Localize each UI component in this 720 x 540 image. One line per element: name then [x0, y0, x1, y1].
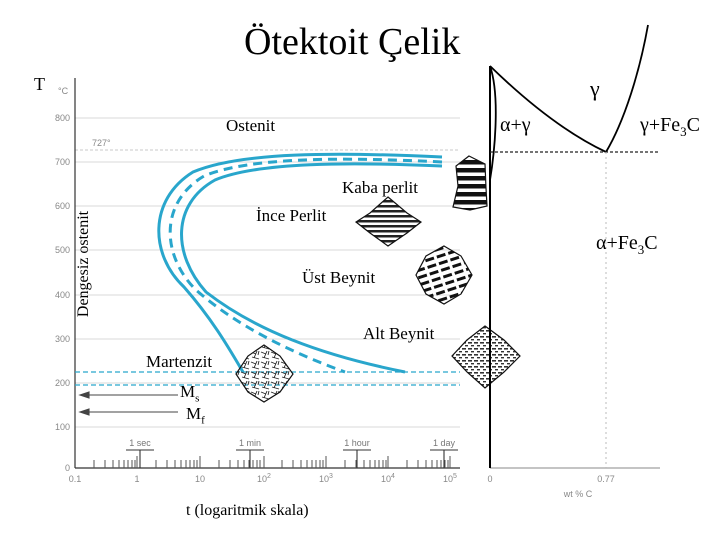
temperature-axis-label: T	[34, 74, 45, 94]
y-tick-label: 700	[55, 157, 70, 167]
acm-line	[605, 24, 649, 153]
phase-x-tick-0: 0	[487, 474, 492, 484]
x-axis-title: t (logaritmik skala)	[186, 502, 309, 519]
x-tick-label: 103	[319, 473, 333, 484]
upper-bainite-label: Üst Beynit	[302, 268, 376, 287]
phase-x-tick-077: 0.77	[597, 474, 615, 484]
y-tick-label: 500	[55, 245, 70, 255]
time-mark-1day: 1 day	[433, 438, 456, 448]
x-tick-label: 104	[381, 473, 395, 484]
y-tick-label: 400	[55, 290, 70, 300]
y-tick-label: 300	[55, 334, 70, 344]
lower-bainite-icon	[451, 325, 521, 389]
x-tick-label: 0.1	[69, 474, 82, 484]
temp-727-label: 727°	[92, 138, 111, 148]
y-tick-label: 100	[55, 422, 70, 432]
coarse-pearlite-label: Kaba perlit	[342, 178, 418, 197]
y-tick-label: 600	[55, 201, 70, 211]
mid-curve	[168, 157, 443, 374]
lower-bainite-label: Alt Beynit	[363, 324, 435, 343]
alpha-fe3c-label: α+Fe3C	[596, 232, 658, 257]
x-tick-labels: 0.1 1 10 102 103 104 105	[69, 473, 457, 484]
ostenit-label: Ostenit	[226, 116, 276, 135]
phase-diagram: 0 0.77 wt % C	[487, 24, 660, 499]
coarse-pearlite-icon	[452, 155, 488, 211]
grid-lines	[75, 117, 460, 428]
start-curve	[157, 152, 443, 373]
y-tick-label: 200	[55, 378, 70, 388]
ms-label: Ms	[180, 382, 200, 405]
end-curve	[180, 162, 443, 374]
time-mark-1sec: 1 sec	[129, 438, 151, 448]
a3-line	[489, 65, 607, 153]
time-mark-1min: 1 min	[239, 438, 261, 448]
time-markers	[126, 449, 458, 468]
time-marker-labels: 1 sec 1 min 1 hour 1 day	[129, 438, 455, 448]
x-tick-label: 105	[443, 473, 457, 484]
x-minor-ticks	[93, 456, 451, 468]
martensite-label: Martenzit	[146, 352, 213, 371]
y-tick-label: 800	[55, 113, 70, 123]
y-tick-label: 0	[65, 463, 70, 473]
x-tick-label: 10	[195, 474, 205, 484]
y-axis-unit: °C	[58, 86, 69, 96]
mf-label: Mf	[186, 404, 205, 427]
gamma-label: γ	[590, 76, 600, 101]
gamma-fe3c-label: γ+Fe3C	[640, 114, 700, 139]
time-mark-1hour: 1 hour	[344, 438, 370, 448]
page-title: Ötektoit Çelik	[244, 21, 461, 63]
alpha-gamma-boundary	[489, 65, 497, 181]
unstable-austenite-label: Dengesiz ostenit	[75, 210, 92, 318]
fine-pearlite-icon	[354, 196, 423, 247]
y-tick-labels: 800 700 600 500 400 300 200 100 0	[55, 113, 70, 473]
martensite-icon	[235, 344, 294, 403]
ms-mf-arrows	[78, 391, 178, 416]
ttt-curves	[157, 152, 443, 374]
x-tick-label: 102	[257, 473, 271, 484]
x-tick-label: 1	[134, 474, 139, 484]
upper-bainite-icon	[415, 245, 473, 305]
fine-pearlite-label: İnce Perlit	[256, 206, 327, 225]
alpha-gamma-label: α+γ	[500, 114, 531, 136]
phase-x-label: wt % C	[563, 489, 593, 499]
